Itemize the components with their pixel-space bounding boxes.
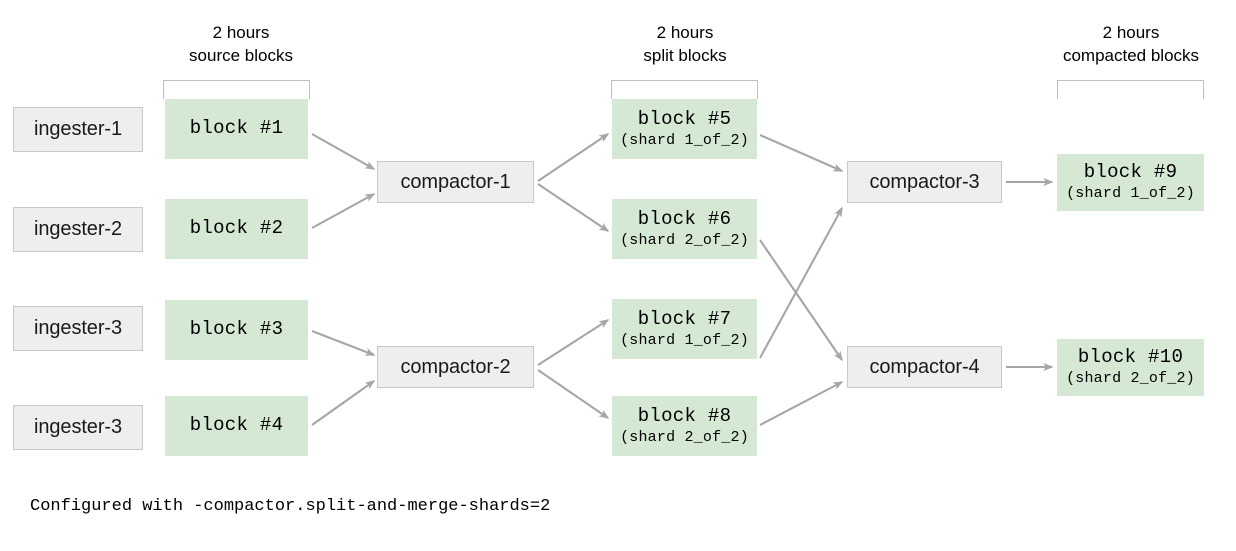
source-block-1[interactable]: block #1 bbox=[165, 99, 308, 159]
compactor-4-label: compactor-4 bbox=[869, 355, 980, 378]
group-label-split-line2: split blocks bbox=[643, 45, 727, 65]
ingester-3b-box[interactable]: ingester-3 bbox=[13, 405, 143, 450]
split-block-5[interactable]: block #5 (shard 1_of_2) bbox=[612, 99, 757, 159]
compacted-block-10-shard: (shard 2_of_2) bbox=[1066, 370, 1195, 388]
compactor-3-box[interactable]: compactor-3 bbox=[847, 161, 1002, 203]
arrow-compactor1-to-block6 bbox=[537, 183, 610, 232]
arrow-block7-to-compactor3 bbox=[759, 206, 843, 359]
split-block-8-title: block #8 bbox=[637, 404, 732, 427]
group-label-compacted-line2: compacted blocks bbox=[1062, 45, 1200, 65]
arrow-compactor1-to-block5 bbox=[537, 133, 610, 182]
group-label-source-line2: source blocks bbox=[189, 45, 293, 65]
source-block-3-title: block #3 bbox=[189, 318, 284, 341]
source-block-2-title: block #2 bbox=[189, 217, 284, 240]
ingester-3b-label: ingester-3 bbox=[34, 416, 122, 438]
compacted-block-10[interactable]: block #10 (shard 2_of_2) bbox=[1057, 339, 1204, 396]
source-block-4[interactable]: block #4 bbox=[165, 396, 308, 456]
split-block-8-shard: (shard 2_of_2) bbox=[620, 428, 749, 446]
compactor-4-box[interactable]: compactor-4 bbox=[847, 346, 1002, 388]
compacted-block-9[interactable]: block #9 (shard 1_of_2) bbox=[1057, 154, 1204, 211]
compactor-1-label: compactor-1 bbox=[400, 170, 511, 193]
group-label-source-line1: 2 hours bbox=[212, 23, 270, 42]
bracket-source-blocks bbox=[163, 80, 310, 99]
split-block-7[interactable]: block #7 (shard 1_of_2) bbox=[612, 299, 757, 359]
source-block-2[interactable]: block #2 bbox=[165, 199, 308, 259]
arrow-block2-to-compactor1 bbox=[311, 193, 376, 229]
compactor-2-label: compactor-2 bbox=[400, 355, 511, 378]
group-label-compacted-blocks: 2 hours compacted blocks bbox=[1046, 22, 1216, 68]
arrow-block1-to-compactor1 bbox=[311, 133, 376, 170]
split-block-5-shard: (shard 1_of_2) bbox=[620, 131, 749, 149]
arrow-block4-to-compactor2 bbox=[311, 380, 376, 426]
ingester-1-label: ingester-1 bbox=[34, 118, 122, 140]
ingester-3a-label: ingester-3 bbox=[34, 317, 122, 339]
compacted-block-10-title: block #10 bbox=[1077, 346, 1184, 369]
group-label-compacted-line1: 2 hours bbox=[1102, 23, 1160, 42]
ingester-1-box[interactable]: ingester-1 bbox=[13, 107, 143, 152]
compactor-3-label: compactor-3 bbox=[869, 170, 980, 193]
split-block-6[interactable]: block #6 (shard 2_of_2) bbox=[612, 199, 757, 259]
bracket-split-blocks bbox=[611, 80, 758, 99]
compacted-block-9-title: block #9 bbox=[1083, 161, 1178, 184]
arrow-compactor2-to-block8 bbox=[537, 369, 610, 419]
split-block-5-title: block #5 bbox=[637, 107, 732, 130]
split-block-7-shard: (shard 1_of_2) bbox=[620, 331, 749, 349]
source-block-4-title: block #4 bbox=[189, 414, 284, 437]
source-block-1-title: block #1 bbox=[189, 117, 284, 140]
split-block-6-shard: (shard 2_of_2) bbox=[620, 231, 749, 249]
split-block-8[interactable]: block #8 (shard 2_of_2) bbox=[612, 396, 757, 456]
compactor-2-box[interactable]: compactor-2 bbox=[377, 346, 534, 388]
split-block-7-title: block #7 bbox=[637, 307, 732, 330]
group-label-source-blocks: 2 hours source blocks bbox=[158, 22, 324, 68]
bracket-compacted-blocks bbox=[1057, 80, 1204, 99]
arrow-block8-to-compactor4 bbox=[759, 381, 844, 426]
ingester-2-box[interactable]: ingester-2 bbox=[13, 207, 143, 252]
arrow-block5-to-compactor3 bbox=[759, 134, 844, 172]
split-block-6-title: block #6 bbox=[637, 207, 732, 230]
ingester-2-label: ingester-2 bbox=[34, 218, 122, 240]
arrow-block6-to-compactor4 bbox=[759, 239, 843, 362]
arrow-compactor2-to-block7 bbox=[537, 319, 610, 366]
group-label-split-blocks: 2 hours split blocks bbox=[606, 22, 764, 68]
arrow-block3-to-compactor2 bbox=[311, 330, 376, 356]
configuration-caption: Configured with -compactor.split-and-mer… bbox=[30, 497, 551, 516]
source-block-3[interactable]: block #3 bbox=[165, 300, 308, 360]
compacted-block-9-shard: (shard 1_of_2) bbox=[1066, 185, 1195, 203]
ingester-3a-box[interactable]: ingester-3 bbox=[13, 306, 143, 351]
group-label-split-line1: 2 hours bbox=[656, 23, 714, 42]
compactor-1-box[interactable]: compactor-1 bbox=[377, 161, 534, 203]
